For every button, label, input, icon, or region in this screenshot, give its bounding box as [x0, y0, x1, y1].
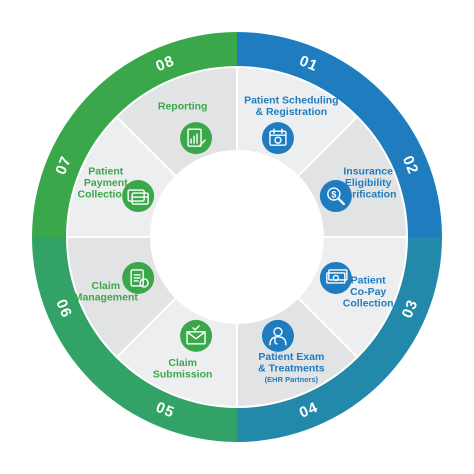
step-label-line: Management: [74, 292, 139, 304]
ring-quarter: [237, 237, 442, 442]
center-hole: [151, 151, 323, 323]
step-icon-group: [122, 261, 155, 294]
step-label-line: Eligibility: [345, 177, 392, 189]
step-label-line: Insurance: [343, 166, 393, 178]
calendar-icon: [269, 128, 287, 146]
step-label-line: Collections: [78, 189, 135, 201]
icon-badge: [180, 319, 213, 352]
step-label-line: Submission: [153, 368, 213, 380]
step-label-line: & Registration: [255, 106, 327, 118]
icon-badge: [180, 122, 213, 155]
step-number: 02: [399, 153, 422, 177]
step-icon-group: [180, 122, 213, 155]
icon-badge: [122, 180, 155, 213]
step-label-line: Reporting: [158, 100, 208, 112]
report-chart-icon: [187, 128, 206, 147]
step-icon-group: [122, 180, 155, 213]
outer-ring: [32, 32, 442, 442]
step-label: Patient Exam& Treatments(EHR Partners): [258, 351, 325, 384]
step-icons: $: [122, 122, 352, 352]
step-icon-group: [319, 261, 352, 294]
step-number: 04: [297, 399, 321, 422]
credit-card-icon: [127, 189, 149, 205]
step-label-line: Patient Exam: [258, 351, 324, 363]
step-label-line: Patient: [88, 166, 124, 178]
step-label-line: Collection: [343, 297, 394, 309]
step-number: 01: [297, 52, 321, 75]
step-label-line: Verification: [340, 189, 397, 201]
step-numbers: 01 02 03 04 05 06 07 08: [52, 52, 421, 421]
svg-text:$: $: [331, 190, 336, 200]
step-label-line: & Treatments: [258, 363, 325, 375]
envelope-check-icon: [186, 325, 206, 345]
step-label-line: Patient: [351, 274, 387, 286]
ring-quarter: [32, 32, 237, 237]
step-labels: Patient Scheduling& RegistrationInsuranc…: [74, 95, 397, 385]
step-number: 05: [153, 399, 177, 422]
step-label: Patient Scheduling& Registration: [244, 95, 339, 119]
step-number: 07: [52, 153, 75, 177]
doctor-icon: [269, 327, 287, 346]
clipboard-dollar-icon: [130, 269, 149, 288]
step-icon-group: [261, 319, 294, 352]
cash-icon: [326, 269, 348, 284]
ring-quarter: [237, 32, 442, 237]
step-label-line: Claim: [92, 280, 121, 292]
step-icon-group: [180, 319, 213, 352]
step-label-line: Claim: [168, 357, 197, 369]
step-label: Reporting: [158, 100, 208, 112]
step-number: 06: [52, 297, 75, 321]
step-icon-group: $: [319, 180, 352, 213]
step-sub-label: (EHR Partners): [265, 375, 319, 384]
step-icon-group: [261, 122, 294, 155]
magnifier-dollar-icon: $: [327, 187, 345, 206]
step-label-line: Co-Pay: [350, 286, 386, 298]
step-label-line: Patient Scheduling: [244, 95, 339, 107]
ring-quarter: [32, 237, 237, 442]
icon-badge: [261, 122, 294, 155]
step-label-line: Payment: [84, 177, 128, 189]
step-number: 03: [399, 297, 422, 321]
step-number: 08: [153, 52, 177, 75]
